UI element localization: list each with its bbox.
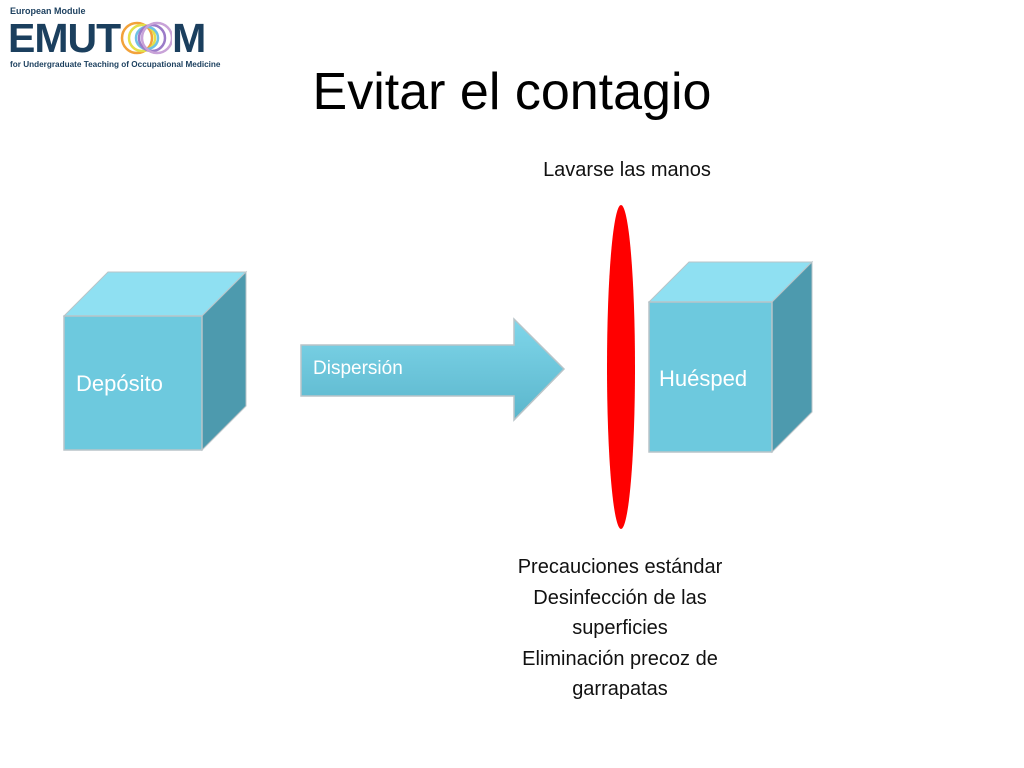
- source-cube: [62, 270, 248, 452]
- logo-bottom-text: for Undergraduate Teaching of Occupation…: [10, 60, 221, 69]
- slide-title: Evitar el contagio: [312, 63, 712, 121]
- barrier-measure-line: superficies: [572, 617, 668, 639]
- logo-rings-icon: [120, 21, 173, 55]
- barrier-measure-line: Eliminación precoz de: [522, 647, 718, 670]
- dispersion-arrow: [300, 317, 566, 422]
- logo-word-start: EMUT: [8, 15, 121, 61]
- barrier-ellipse: [607, 205, 635, 529]
- logo-top-text: European Module: [10, 6, 86, 16]
- arrow-label: Dispersión: [313, 358, 403, 379]
- emutom-logo: European Module EMUT M for Undergraduate…: [6, 6, 220, 72]
- target-cube: [647, 260, 814, 454]
- logo-wordmark: EMUT M: [8, 15, 206, 61]
- barrier-bottom-label: Precauciones estándar Desinfección de la…: [480, 552, 760, 705]
- source-box-label: Depósito: [76, 371, 163, 396]
- barrier-measure-line: Precauciones estándar: [517, 556, 723, 578]
- barrier-top-label: Lavarse las manos: [543, 159, 711, 181]
- barrier-measure-line: Desinfección de las: [533, 586, 707, 609]
- barrier-measure-line: garrapatas: [572, 678, 668, 700]
- target-box-label: Huésped: [659, 366, 748, 391]
- logo-word-end: M: [172, 15, 206, 61]
